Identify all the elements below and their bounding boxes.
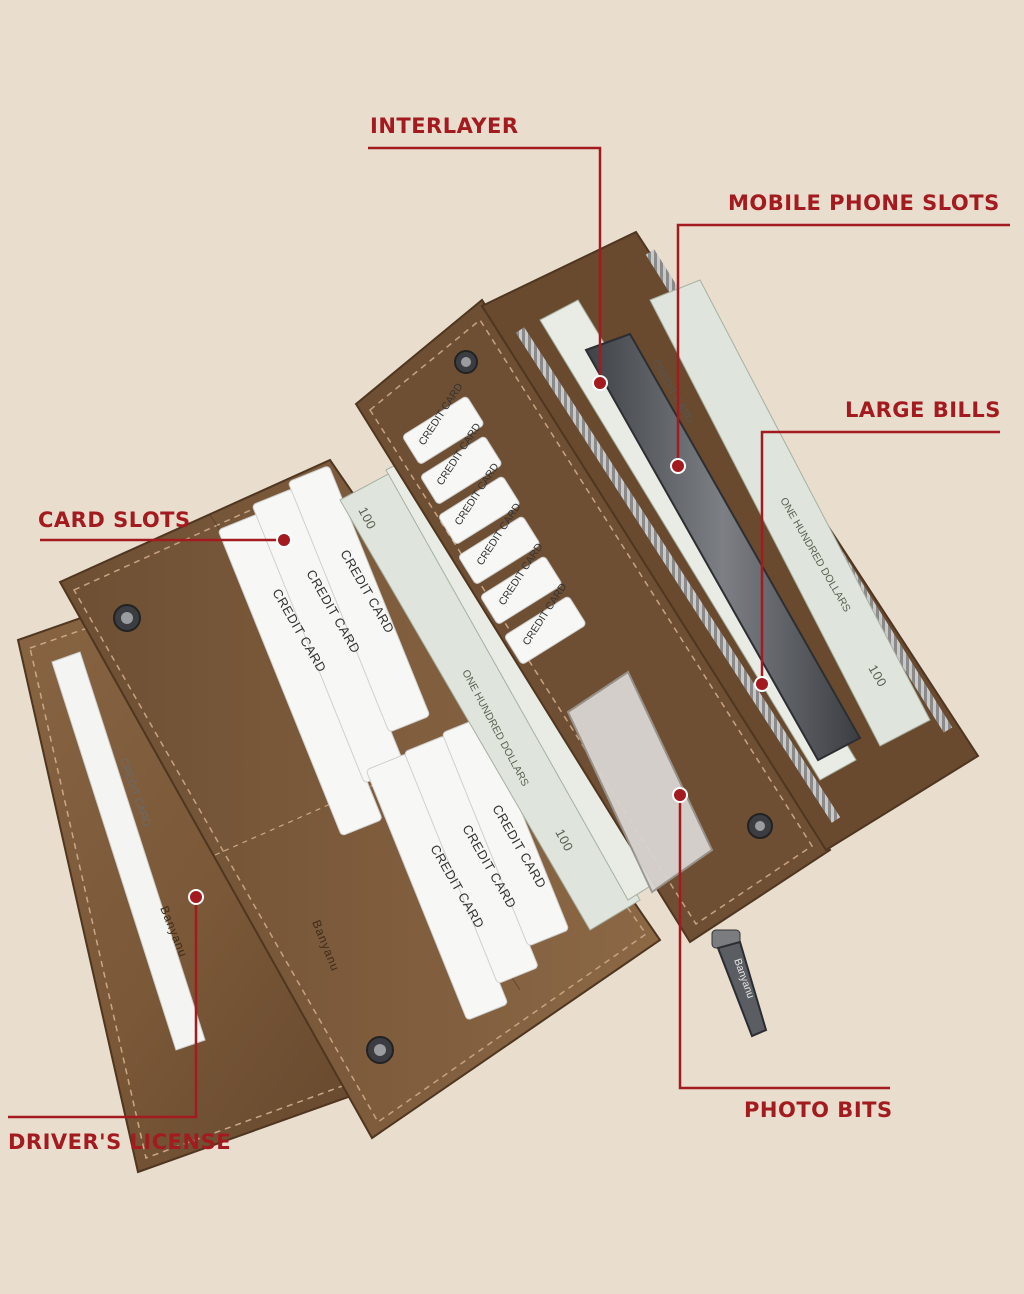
credit-card bbox=[421, 436, 502, 504]
callout-line-interlayer bbox=[368, 146, 602, 383]
large-bills bbox=[649, 279, 931, 747]
callout-dot-card-slots bbox=[276, 532, 292, 548]
callout-line-mobile-phone-slots bbox=[676, 223, 1010, 466]
callout-dot-photo-bits bbox=[672, 787, 688, 803]
credit-card bbox=[505, 596, 586, 664]
card-slot-group-lower: CREDIT CARD CREDIT CARD CREDIT CARD bbox=[366, 717, 569, 1020]
callout-dot-interlayer bbox=[592, 375, 608, 391]
callout-line-drivers-license bbox=[8, 897, 198, 1119]
callout-line-photo-bits bbox=[678, 795, 890, 1090]
callout-line-large-bills bbox=[760, 430, 1000, 684]
snap-button-upper bbox=[454, 350, 478, 374]
credit-card bbox=[439, 476, 520, 544]
callout-lines bbox=[8, 146, 1010, 1119]
wallet: CREDIT CARD Banyanu Banyanu bbox=[16, 230, 980, 1174]
snap-button-bottom bbox=[366, 1036, 394, 1064]
credit-card bbox=[403, 396, 484, 464]
credit-card bbox=[459, 516, 540, 584]
label-drivers-license: DRIVER'S LICENSE bbox=[8, 1130, 232, 1154]
callout-dot-mobile-phone-slots bbox=[670, 458, 686, 474]
credit-card bbox=[481, 556, 562, 624]
credit-card bbox=[288, 466, 430, 732]
label-card-slots: CARD SLOTS bbox=[38, 508, 191, 532]
callout-dot-drivers-license bbox=[188, 889, 204, 905]
callout-dots bbox=[188, 375, 770, 905]
snap-button-top bbox=[113, 604, 141, 632]
callout-dot-large-bills bbox=[754, 676, 770, 692]
card-slot-group-upper: CREDIT CARD CREDIT CARD CREDIT CARD bbox=[218, 466, 430, 836]
snap-button-photo bbox=[747, 813, 773, 839]
label-mobile-phone-slots: MOBILE PHONE SLOTS bbox=[728, 191, 1000, 215]
zipper-track-left bbox=[515, 327, 841, 823]
credit-card bbox=[442, 717, 569, 946]
label-large-bills: LARGE BILLS bbox=[845, 398, 1001, 422]
zipper-pull: Banyanu bbox=[711, 929, 768, 1038]
label-interlayer: INTERLAYER bbox=[370, 114, 519, 138]
photo-window bbox=[566, 670, 714, 894]
label-photo-bits: PHOTO BITS bbox=[744, 1098, 893, 1122]
